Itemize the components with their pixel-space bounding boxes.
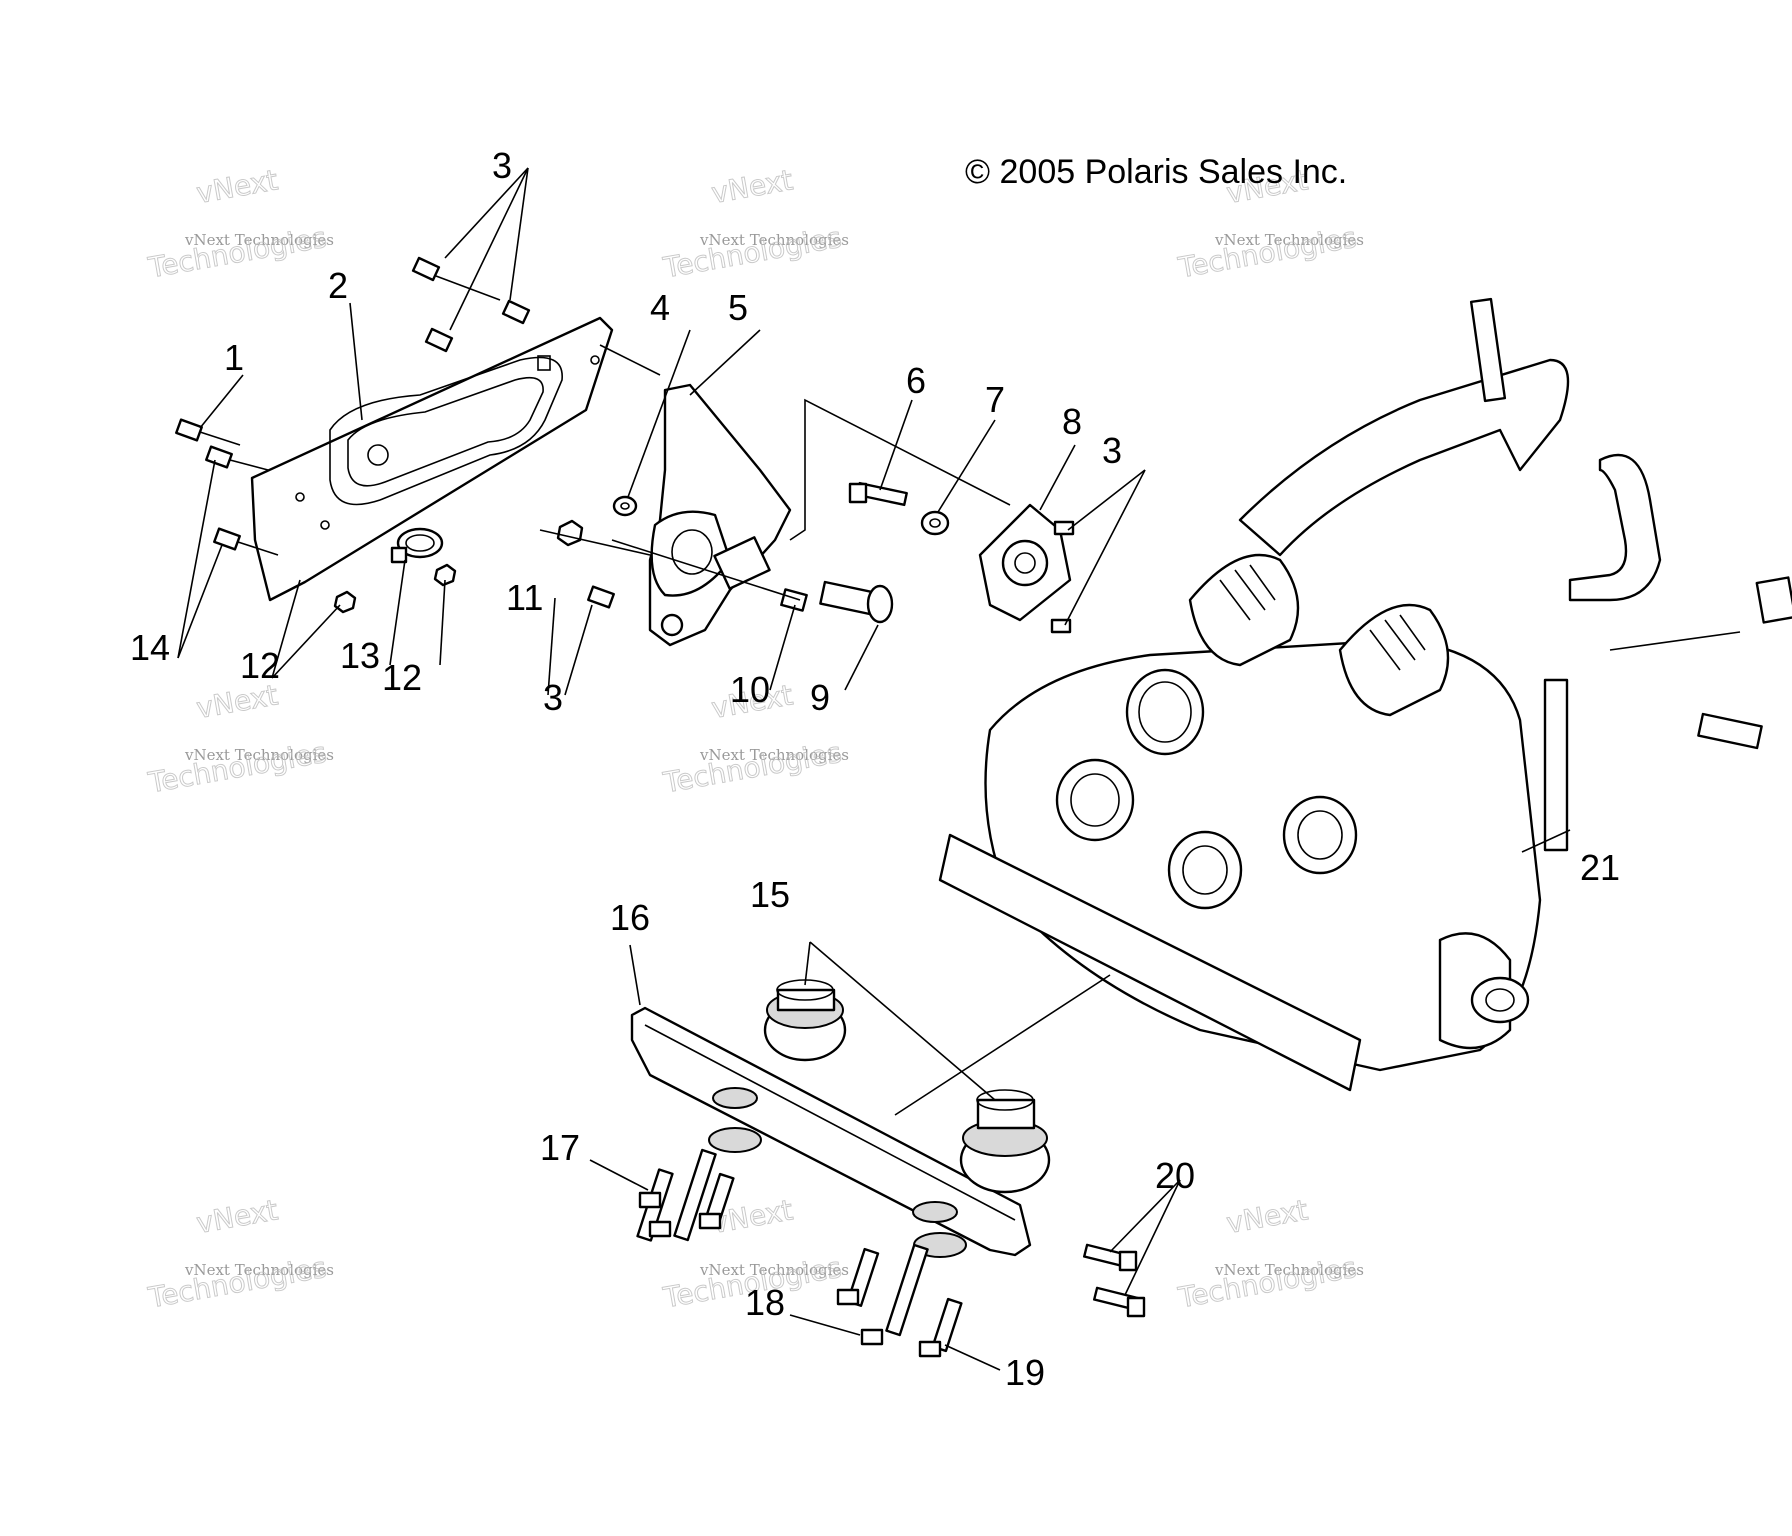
- mount-plate-part: [250, 316, 614, 602]
- svg-text:vNext Technologies: vNext Technologies: [184, 746, 334, 764]
- washer-part: [612, 495, 638, 517]
- bolt-part: [648, 1148, 717, 1242]
- watermark: vNext vNext Technologies Technologies: [145, 678, 334, 800]
- bolt-part: [860, 1243, 929, 1346]
- callout-5: 5: [728, 287, 748, 328]
- bolt-part: [424, 327, 454, 353]
- callout-19: 19: [1005, 1352, 1045, 1393]
- bolt-part: [836, 1247, 880, 1307]
- callout-13: 13: [340, 635, 380, 676]
- callout-3: 3: [492, 145, 512, 186]
- callout-14: 14: [130, 627, 170, 668]
- bolt-part: [698, 1172, 735, 1230]
- bolt-part: [918, 1297, 963, 1358]
- nut-part: [433, 563, 457, 587]
- callout-15: 15: [750, 874, 790, 915]
- callout-7: 7: [985, 379, 1005, 420]
- bolt-part: [501, 299, 531, 325]
- bolt-part: [1053, 520, 1075, 536]
- callout-3: 3: [1102, 430, 1122, 471]
- svg-text:vNext Technologies: vNext Technologies: [699, 231, 849, 249]
- bolt-part: [848, 481, 908, 507]
- pin-part: [819, 580, 894, 624]
- svg-text:vNext Technologies: vNext Technologies: [184, 231, 334, 249]
- damper-mount-part: [978, 503, 1072, 622]
- engine-bracket-part: [648, 383, 792, 647]
- callout-20: 20: [1155, 1155, 1195, 1196]
- callout-6: 6: [906, 360, 926, 401]
- callout-2: 2: [328, 265, 348, 306]
- bolt-part: [411, 256, 501, 301]
- svg-text:vNext: vNext: [709, 163, 795, 210]
- svg-text:vNext: vNext: [1224, 1193, 1310, 1240]
- watermark: vNext vNext Technologies Technologies: [1175, 1193, 1364, 1315]
- svg-text:vNext: vNext: [194, 163, 280, 210]
- washer-part: [920, 510, 950, 536]
- watermark: vNext vNext Technologies Technologies: [145, 163, 334, 285]
- callout-17: 17: [540, 1127, 580, 1168]
- callout-16: 16: [610, 897, 650, 938]
- svg-text:vNext Technologies: vNext Technologies: [1214, 1261, 1364, 1279]
- bolt-part: [213, 527, 279, 556]
- clamp-part: [390, 527, 444, 564]
- bolt-part: [205, 445, 269, 471]
- svg-text:vNext Technologies: vNext Technologies: [699, 1261, 849, 1279]
- callout-4: 4: [650, 287, 670, 328]
- bolt-part: [636, 1168, 674, 1242]
- leader-lines: [177, 167, 1571, 1371]
- bolt-part: [780, 588, 808, 612]
- callout-8: 8: [1062, 401, 1082, 442]
- callout-12: 12: [382, 657, 422, 698]
- callout-3: 3: [543, 677, 563, 718]
- washer-part: [708, 1127, 762, 1153]
- callout-labels: 3 2 1 14 12 13 12 4 5 6 7 8 3 11 3 10 9 …: [130, 145, 1620, 1393]
- nut-part: [333, 590, 357, 614]
- callout-18: 18: [745, 1282, 785, 1323]
- watermark: vNext vNext Technologies Technologies: [660, 163, 849, 285]
- copyright-text: © 2005 Polaris Sales Inc.: [965, 153, 1347, 191]
- watermark: vNext vNext Technologies Technologies: [145, 1193, 334, 1315]
- callout-11: 11: [506, 577, 543, 618]
- svg-text:vNext Technologies: vNext Technologies: [1214, 231, 1364, 249]
- bolt-part: [175, 418, 241, 446]
- rubber-mount-part: [959, 1089, 1051, 1194]
- nut-part: [556, 519, 584, 547]
- svg-text:vNext: vNext: [194, 1193, 280, 1240]
- callout-10: 10: [730, 669, 770, 710]
- callout-9: 9: [810, 677, 830, 718]
- callout-1: 1: [224, 337, 244, 378]
- lower-rail-part: [630, 1006, 1032, 1257]
- bolt-part: [1093, 1286, 1146, 1318]
- svg-text:vNext Technologies: vNext Technologies: [699, 746, 849, 764]
- svg-text:vNext Technologies: vNext Technologies: [184, 1261, 334, 1279]
- bolt-part: [1083, 1243, 1138, 1272]
- engine-assembly-part: [938, 297, 1792, 1092]
- callout-21: 21: [1580, 847, 1620, 888]
- rubber-mount-part: [763, 979, 847, 1062]
- bolt-part: [587, 585, 615, 609]
- callout-12: 12: [240, 645, 280, 686]
